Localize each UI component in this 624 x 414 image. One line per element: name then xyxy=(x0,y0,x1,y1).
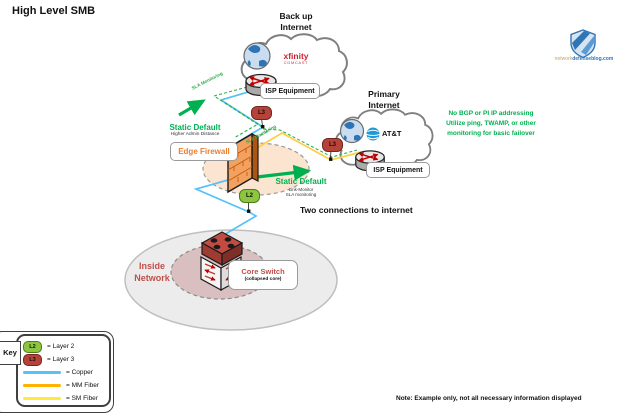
bgp-note: No BGP or PI IP addressing Utilize ping,… xyxy=(446,110,536,138)
junction-dots xyxy=(247,125,333,213)
static-default-backup: Static Default Higher Admin Distance xyxy=(169,123,221,138)
key-item-mm-fiber: = MM Fiber xyxy=(23,381,109,390)
key-box: L2 = Layer 2 L3 = Layer 3 = Copper = MM … xyxy=(16,334,111,407)
logo-text-light: network xyxy=(554,56,573,62)
static-default-primary: Static Default Link-Monitor SLA monitori… xyxy=(275,177,327,197)
core-switch-label: Core Switch (collapsed core) xyxy=(228,260,298,290)
layer3-badge-backup: L3 xyxy=(251,106,272,120)
key-item-copper: = Copper xyxy=(23,368,109,377)
copper-swatch xyxy=(23,371,61,374)
edge-firewall-label: Edge Firewall xyxy=(170,142,238,161)
logo-text: networkdefenseblog.com xyxy=(540,56,624,62)
att-label: AT&T xyxy=(382,129,402,138)
inside-network-label: Inside Network xyxy=(134,261,170,283)
backup-internet-label: Back up Internet xyxy=(279,11,313,33)
layer3-badge-primary: L3 xyxy=(322,138,343,152)
primary-internet-label: Primary Internet xyxy=(368,89,400,111)
isp-equipment-box-primary: ISP Equipment xyxy=(366,162,430,178)
two-connections-label: Two connections to internet xyxy=(300,205,413,215)
key-item-sm-fiber: = SM Fiber xyxy=(23,394,109,403)
sla-dashed-backup-b xyxy=(224,102,270,147)
key-item-layer3: L3 = Layer 3 xyxy=(23,353,109,366)
disclaimer-note: Note: Example only, not all necessary in… xyxy=(396,395,582,402)
logo-text-bold: defenseblog.com xyxy=(572,56,614,62)
globe-icon xyxy=(243,42,271,70)
static-default-arrow-backup xyxy=(178,99,206,117)
globe-icon xyxy=(339,118,365,144)
sla-dashed-primary xyxy=(262,128,358,158)
layer2-badge: L2 xyxy=(239,189,260,203)
key-tab: Key xyxy=(0,341,21,365)
xfinity-logo: xfinity COMCAST xyxy=(283,51,309,66)
mm-fiber-swatch xyxy=(23,384,61,387)
key-item-layer2: L2 = Layer 2 xyxy=(23,340,109,353)
page-title: High Level SMB xyxy=(12,5,96,17)
sla-dashed-backup-a xyxy=(212,86,260,139)
static-default-arrow-primary xyxy=(256,164,312,181)
att-logo-icon xyxy=(366,127,380,141)
logo-shield-icon xyxy=(570,29,596,59)
sm-fiber-swatch xyxy=(23,397,61,400)
isp-equipment-box-backup: ISP Equipment xyxy=(260,83,320,99)
fiber-line-primary xyxy=(256,132,362,161)
